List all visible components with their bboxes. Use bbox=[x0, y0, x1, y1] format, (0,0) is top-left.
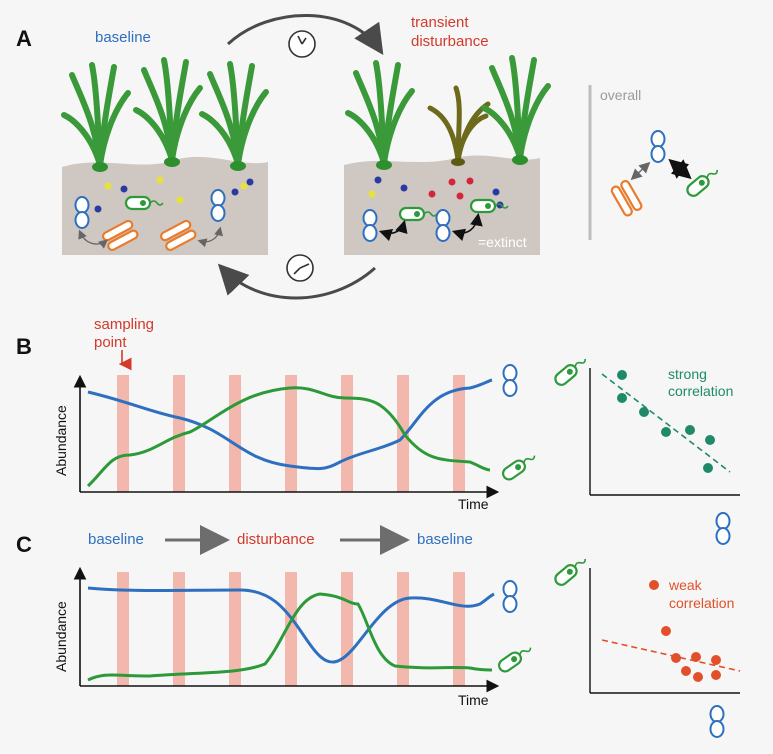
panel-c-label: C bbox=[16, 532, 32, 557]
orange-bacterium-icon bbox=[609, 178, 644, 218]
scatter-point bbox=[617, 370, 627, 380]
interaction-arrow bbox=[378, 219, 408, 242]
b-blue-series-line bbox=[87, 378, 493, 471]
scatter-point bbox=[661, 427, 671, 437]
interaction-arrow bbox=[630, 161, 651, 181]
green-bacterium-icon bbox=[683, 164, 723, 200]
soil-particles bbox=[94, 176, 254, 213]
interaction-arrow bbox=[78, 229, 108, 249]
scatter-point bbox=[639, 407, 649, 417]
overall-label: overall bbox=[600, 87, 641, 103]
c-blue-series-line bbox=[87, 586, 495, 664]
scatter-point bbox=[685, 425, 695, 435]
interaction-arrow bbox=[197, 226, 224, 248]
b-y-label: Abundance bbox=[53, 405, 69, 476]
b-correlation-line2: correlation bbox=[668, 383, 733, 399]
sampling-bars bbox=[117, 572, 465, 686]
c-trend-line bbox=[601, 639, 741, 672]
blue-bacterium-icon bbox=[650, 130, 666, 163]
scatter-point bbox=[711, 655, 721, 665]
grass-plant bbox=[64, 65, 128, 172]
cycle-arrow-bottom bbox=[217, 263, 376, 300]
c-x-label: Time bbox=[458, 692, 489, 708]
scatter-point bbox=[691, 652, 701, 662]
grass-plant bbox=[348, 63, 412, 170]
panel-a-label: A bbox=[16, 26, 32, 51]
scatter-point bbox=[693, 672, 703, 682]
c-correlation-line2: correlation bbox=[669, 595, 734, 611]
disturbance-title-line2: disturbance bbox=[411, 33, 489, 50]
green-bacterium-icon bbox=[495, 641, 536, 675]
clock-icon bbox=[288, 30, 316, 58]
sampling-bars bbox=[117, 375, 465, 492]
cycle-arrow-top bbox=[226, 14, 384, 55]
extinct-label: =extinct bbox=[478, 234, 527, 250]
b-green-series-line bbox=[86, 386, 491, 488]
blue-bacterium-icon bbox=[502, 580, 518, 613]
withered-plant bbox=[430, 88, 488, 166]
panel-b-label: B bbox=[16, 334, 32, 359]
b-x-label: Time bbox=[458, 496, 489, 512]
scatter-point bbox=[711, 670, 721, 680]
clock-icon bbox=[286, 254, 314, 282]
scatter-point bbox=[661, 626, 671, 636]
c-green-series-line bbox=[87, 592, 493, 682]
green-bacterium-icon bbox=[551, 553, 591, 589]
scatter-point bbox=[705, 435, 715, 445]
sampling-label-line2: point bbox=[94, 334, 127, 351]
green-bacterium-icon bbox=[551, 353, 591, 389]
b-scatter-points bbox=[617, 370, 715, 473]
scatter-point bbox=[649, 580, 659, 590]
scatter-point bbox=[671, 653, 681, 663]
b-trend-line bbox=[601, 373, 731, 473]
scatter-point bbox=[681, 666, 691, 676]
interaction-arrow bbox=[668, 158, 692, 180]
interaction-arrow bbox=[451, 212, 483, 241]
c-phase-1: baseline bbox=[88, 531, 144, 548]
b-correlation-line1: strong bbox=[668, 366, 707, 382]
green-bacterium-icon bbox=[499, 449, 540, 483]
scatter-point bbox=[703, 463, 713, 473]
baseline-title: baseline bbox=[95, 29, 151, 46]
c-correlation-line1: weak bbox=[668, 577, 703, 593]
grass-plant bbox=[484, 58, 548, 165]
blue-bacterium-icon bbox=[709, 705, 725, 738]
sampling-label-line1: sampling bbox=[94, 316, 154, 333]
c-y-label: Abundance bbox=[53, 601, 69, 672]
grass-plant bbox=[202, 64, 266, 171]
c-phase-2: disturbance bbox=[237, 531, 315, 548]
blue-bacterium-icon bbox=[502, 364, 518, 397]
disturbance-title-line1: transient bbox=[411, 14, 469, 31]
c-phase-3: baseline bbox=[417, 531, 473, 548]
c-scatter-points bbox=[649, 580, 721, 682]
blue-bacterium-icon bbox=[715, 512, 731, 545]
scatter-point bbox=[617, 393, 627, 403]
grass-plant bbox=[136, 60, 200, 167]
soil-particles bbox=[368, 176, 504, 209]
